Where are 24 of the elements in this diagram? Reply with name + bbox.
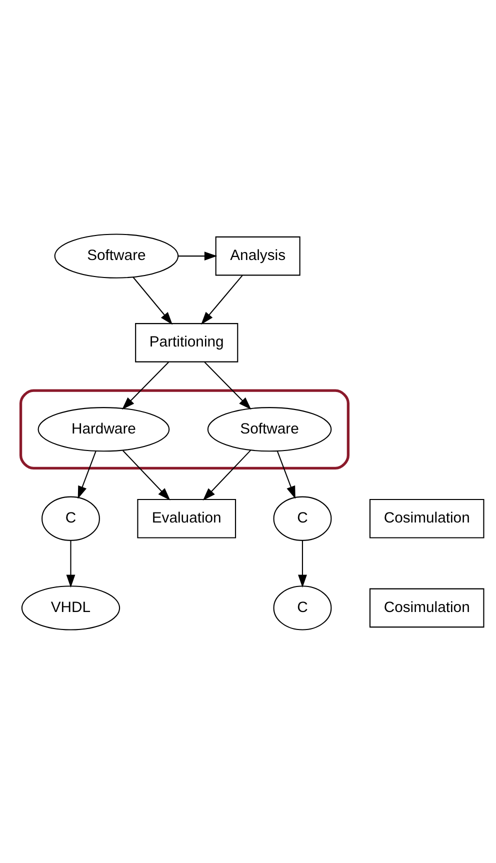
arrow bbox=[201, 274, 243, 324]
node-ellipse: Hardware bbox=[38, 406, 170, 452]
arrow bbox=[298, 540, 307, 588]
node-ellipse: Software bbox=[54, 233, 179, 278]
arrow bbox=[66, 540, 76, 588]
node-ellipse: VHDL bbox=[21, 585, 120, 630]
arrow bbox=[78, 450, 96, 498]
node-box: Cosimulation bbox=[369, 498, 484, 538]
cluster bbox=[19, 388, 350, 469]
node-ellipse: Software bbox=[207, 406, 332, 452]
arrow bbox=[122, 450, 170, 500]
node-box: Evaluation bbox=[137, 498, 236, 538]
node-box: Analysis bbox=[215, 236, 300, 276]
node-ellipse: C bbox=[42, 496, 100, 540]
node-ellipse: C bbox=[273, 496, 332, 540]
node-ellipse: C bbox=[273, 585, 332, 630]
arrow bbox=[122, 361, 169, 410]
node-box: Cosimulation bbox=[369, 588, 484, 628]
arrow bbox=[132, 276, 173, 324]
arrow bbox=[204, 361, 252, 410]
arrow bbox=[178, 251, 218, 260]
arrow bbox=[202, 449, 252, 500]
arrow bbox=[276, 450, 296, 498]
node-box: Partitioning bbox=[135, 322, 238, 362]
